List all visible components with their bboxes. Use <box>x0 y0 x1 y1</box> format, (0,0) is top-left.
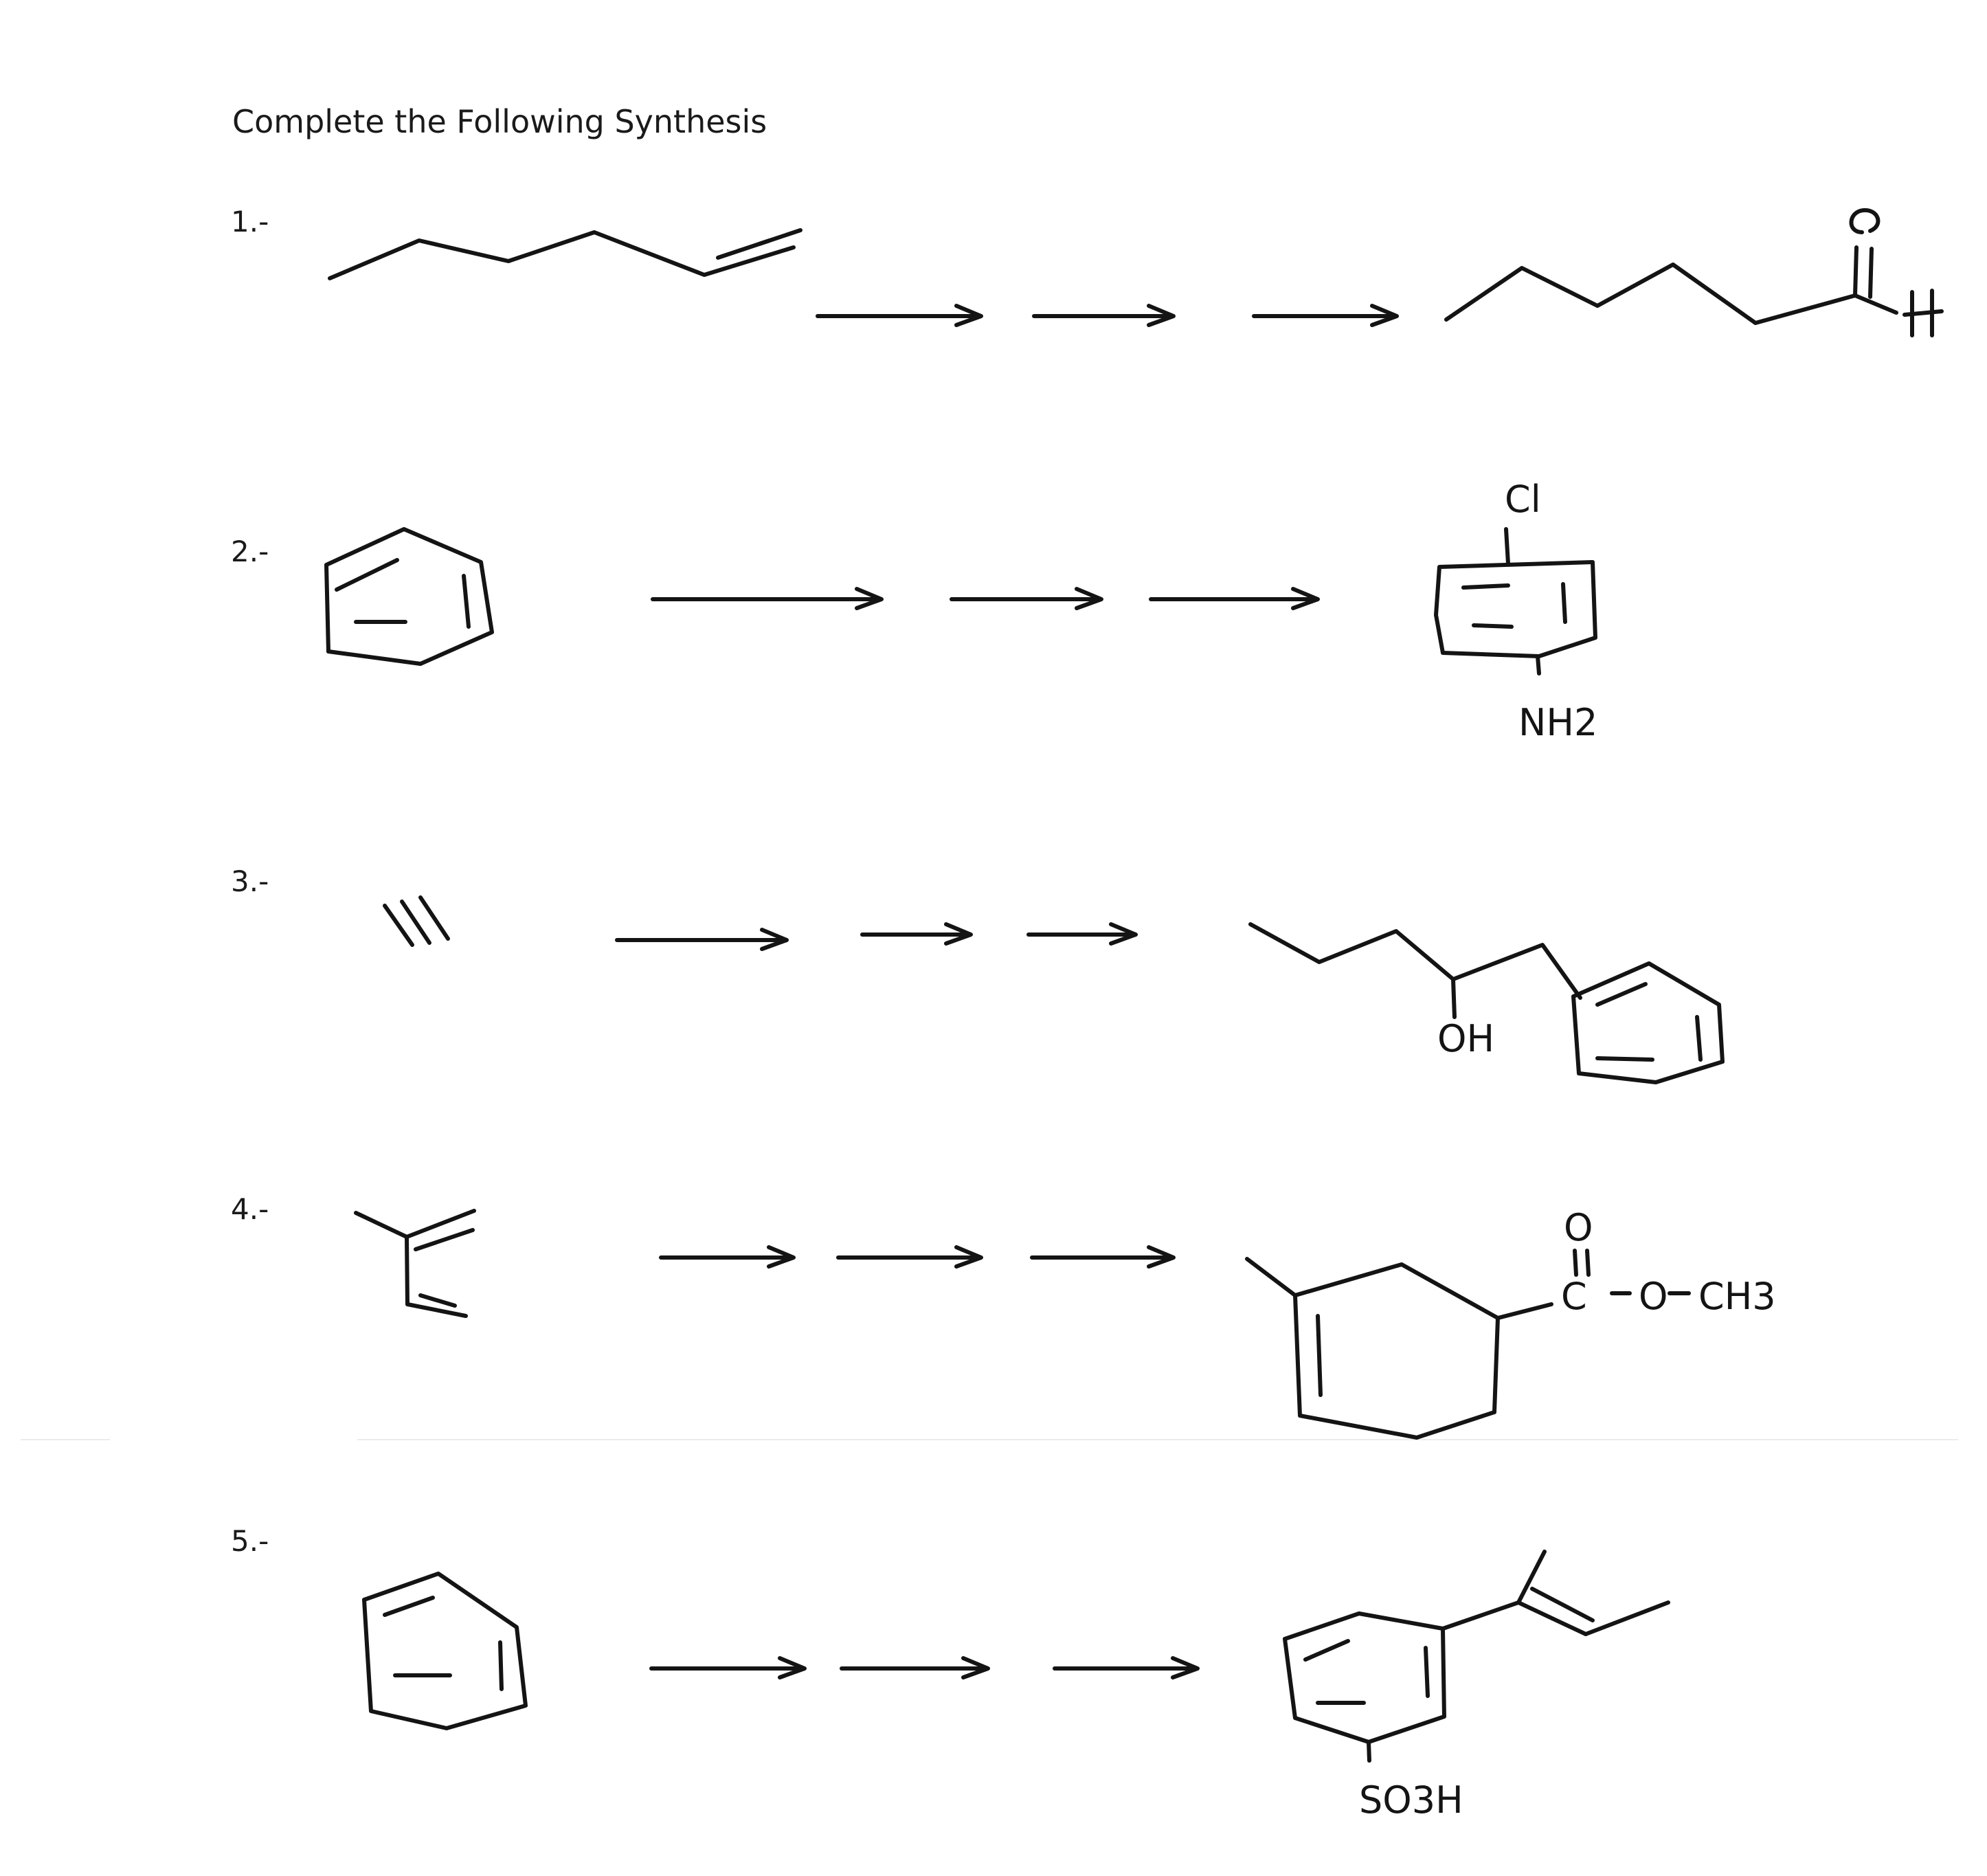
problem-3-hydroxyl-label: OH <box>1437 1017 1494 1060</box>
problem-4-arrows <box>659 1245 1176 1269</box>
problem-5-number: 5.- <box>231 1524 269 1558</box>
problem-1-reactant <box>328 228 802 280</box>
problem-3-reactant <box>383 895 450 947</box>
problem-3-arrows <box>615 922 1138 951</box>
problem-4-methyl-label: CH3 <box>1698 1275 1776 1318</box>
problem-1-arrows <box>816 304 1399 327</box>
problem-4-carbon-label: C <box>1561 1275 1587 1318</box>
problem-4-carbonyl-oxygen-label: O <box>1564 1206 1593 1249</box>
problem-2-arrows <box>651 587 1320 610</box>
problem-4-number: 4.- <box>231 1192 269 1226</box>
problem-5-product: SO3H <box>1283 1550 1670 1822</box>
worksheet-title: Complete the Following Synthesis <box>232 103 767 140</box>
problem-2-amino-label: NH2 <box>1518 701 1597 744</box>
problem-5-reactant <box>362 1572 528 1730</box>
problem-5-sulfonic-acid-label: SO3H <box>1359 1778 1463 1822</box>
problem-2-number: 2.- <box>231 535 269 568</box>
problem-4-ester-oxygen-label: O <box>1639 1275 1668 1318</box>
problem-3-product: OH <box>1248 922 1725 1084</box>
problem-1-number: 1.- <box>231 205 269 238</box>
problem-3-number: 3.- <box>231 864 269 898</box>
problem-1-product <box>1444 208 1944 337</box>
page-fold-line-left <box>21 1439 110 1440</box>
problem-4-reactant <box>354 1209 476 1318</box>
problem-4-product: O C O CH3 <box>1245 1206 1776 1440</box>
problem-2-chloro-label: Cl <box>1505 478 1541 521</box>
problem-2-reactant <box>324 527 494 666</box>
problem-2-product: Cl NH2 <box>1434 478 1597 744</box>
problem-5-arrows <box>649 1656 1200 1679</box>
page-fold-line <box>357 1439 1958 1440</box>
